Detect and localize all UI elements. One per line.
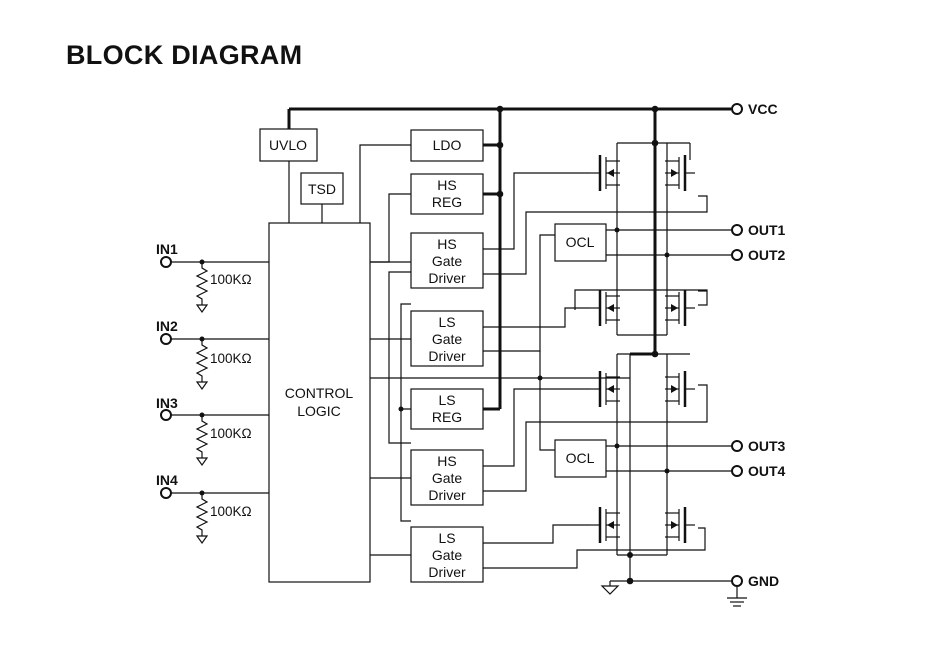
hs-driver-2-line3: Driver	[428, 487, 466, 503]
vcc-label: VCC	[748, 101, 778, 117]
in4-terminal	[160, 487, 172, 499]
hs-driver-1-line1: HS	[437, 236, 456, 252]
hs-driver-1-line2: Gate	[432, 253, 463, 269]
out2-terminal	[731, 249, 743, 261]
in2-label: IN2	[156, 318, 178, 334]
hs-gate-driver-1: HS Gate Driver	[410, 232, 484, 289]
in3-terminal	[160, 409, 172, 421]
out3-terminal	[731, 440, 743, 452]
tsd-block: TSD	[300, 172, 344, 205]
resistor-label-4: 100KΩ	[210, 504, 252, 519]
hs-gate-driver-2: HS Gate Driver	[410, 449, 484, 506]
ldo-label: LDO	[433, 137, 462, 153]
hs-reg-line1: HS	[437, 177, 456, 193]
ls-driver-1-line3: Driver	[428, 348, 466, 364]
hs-driver-2-line1: HS	[437, 453, 456, 469]
out1-terminal	[731, 224, 743, 236]
ls-driver-1-line1: LS	[438, 314, 455, 330]
ls-driver-2-line2: Gate	[432, 547, 463, 563]
in1-terminal	[160, 256, 172, 268]
resistor-label-3: 100KΩ	[210, 426, 252, 441]
gnd-terminal	[731, 575, 743, 587]
in4-label: IN4	[156, 472, 178, 488]
ls-gate-driver-2: LS Gate Driver	[410, 526, 484, 583]
in1-label: IN1	[156, 241, 178, 257]
resistor-label-2: 100KΩ	[210, 351, 252, 366]
out3-label: OUT3	[748, 438, 786, 454]
input-network	[172, 259, 269, 544]
hs-driver-2-line2: Gate	[432, 470, 463, 486]
in3-label: IN3	[156, 395, 178, 411]
ls-reg-line2: REG	[432, 409, 462, 425]
ls-driver-2-line3: Driver	[428, 564, 466, 580]
gnd-symbol	[727, 586, 747, 607]
ls-driver-2-line1: LS	[438, 530, 455, 546]
output-bridge	[588, 142, 731, 595]
ocl-block-1: OCL	[554, 223, 607, 262]
ocl-2-label: OCL	[566, 450, 595, 466]
hs-reg-block: HS REG	[410, 173, 484, 215]
out4-label: OUT4	[748, 463, 786, 479]
ocl-block-2: OCL	[554, 439, 607, 478]
control-wiring	[288, 144, 630, 556]
out1-label: OUT1	[748, 222, 786, 238]
resistor-label-1: 100KΩ	[210, 272, 252, 287]
ldo-block: LDO	[410, 129, 484, 162]
ocl-1-label: OCL	[566, 234, 595, 250]
control-logic-block: CONTROL LOGIC	[268, 222, 371, 583]
in2-terminal	[160, 333, 172, 345]
control-label-line2: LOGIC	[297, 403, 341, 419]
tsd-label: TSD	[308, 181, 336, 197]
gnd-label: GND	[748, 573, 779, 589]
ls-gate-driver-1: LS Gate Driver	[410, 310, 484, 367]
uvlo-label: UVLO	[269, 137, 307, 153]
page-title: BLOCK DIAGRAM	[66, 40, 303, 70]
hs-reg-line2: REG	[432, 194, 462, 210]
hs-driver-1-line3: Driver	[428, 270, 466, 286]
out2-label: OUT2	[748, 247, 786, 263]
ls-driver-1-line2: Gate	[432, 331, 463, 347]
control-label-line1: CONTROL	[285, 385, 354, 401]
vcc-terminal	[731, 103, 743, 115]
ls-reg-block: LS REG	[410, 388, 484, 430]
uvlo-block: UVLO	[259, 128, 318, 162]
out4-terminal	[731, 465, 743, 477]
ls-reg-line1: LS	[438, 392, 455, 408]
